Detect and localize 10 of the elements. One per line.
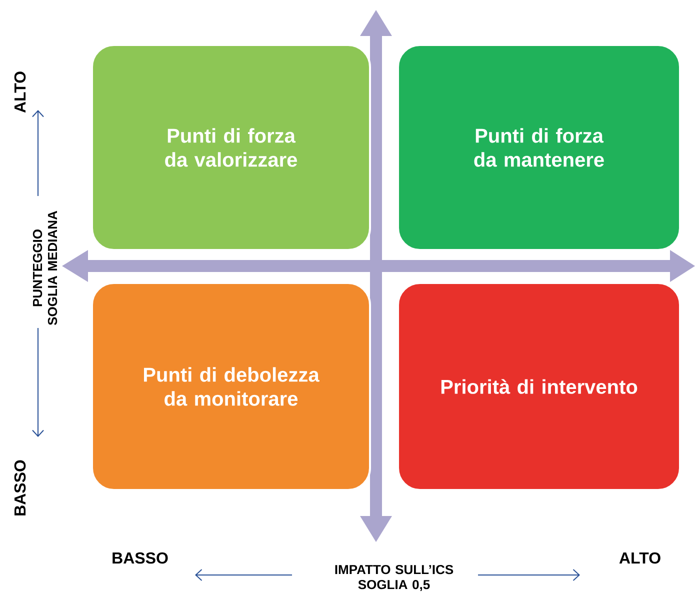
quadrant-box: Punti di debolezza da monitorare bbox=[91, 282, 371, 491]
quadrant-box: Punti di forza da valorizzare bbox=[91, 44, 371, 251]
quadrant-box: Punti di forza da mantenere bbox=[397, 44, 681, 251]
axis-label: PUNTEGGIO SOGLIA MEDIANA bbox=[32, 210, 58, 326]
axis-label: ALTO bbox=[619, 552, 660, 564]
axis-label: ALTO bbox=[14, 72, 26, 113]
axis-label: BASSO bbox=[112, 552, 168, 564]
axis-label: BASSO bbox=[14, 460, 26, 516]
quadrant-box: Priorità di intervento bbox=[397, 282, 681, 491]
axis-label: IMPATTO SULL’ICS SOGLIA 0,5 bbox=[335, 564, 454, 592]
